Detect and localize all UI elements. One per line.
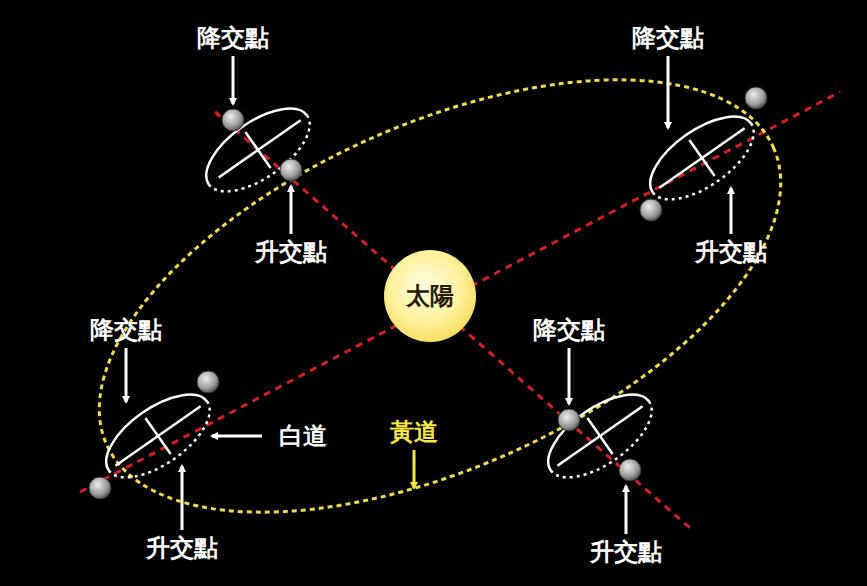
moons	[89, 87, 767, 499]
pointer-arrows	[126, 56, 731, 534]
node-lines	[80, 92, 840, 528]
moon-orbit	[535, 379, 665, 494]
node-label: 升交點	[146, 535, 218, 561]
moon-orbit	[93, 379, 223, 494]
node-label: 升交點	[590, 539, 662, 565]
pointer-arrow	[413, 450, 416, 488]
ecliptic	[37, 0, 844, 586]
moon-orbit	[637, 101, 767, 216]
moon-orbit	[193, 93, 323, 208]
sun-circle: 太陽	[384, 250, 476, 342]
ecliptic-label: 黃道	[390, 419, 438, 445]
node-label: 降交點	[197, 25, 269, 51]
node-text: 太陽	[406, 280, 454, 312]
node-label: 升交點	[255, 239, 327, 265]
node-label: 升交點	[695, 239, 767, 265]
node-label: 降交點	[90, 317, 162, 343]
node-label: 白道	[279, 423, 327, 449]
node-label: 降交點	[632, 25, 704, 51]
node-label: 降交點	[533, 317, 605, 343]
